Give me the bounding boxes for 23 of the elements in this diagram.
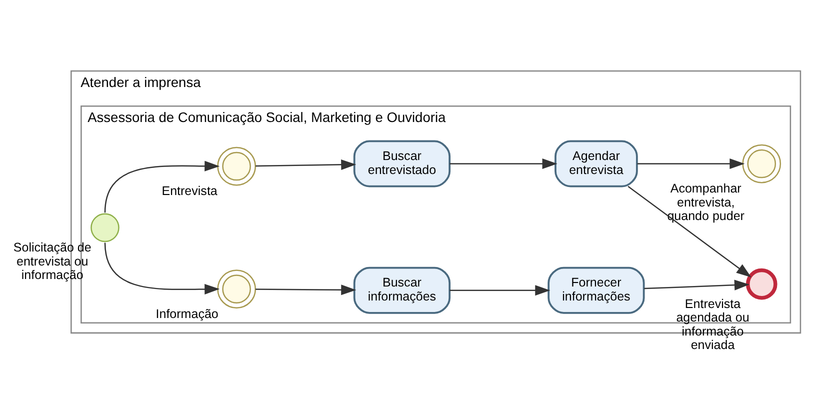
node-circle — [90, 213, 120, 242]
node-label: Entrevista — [162, 184, 218, 198]
arrow — [104, 160, 220, 213]
node-box: Agendar entrevista — [554, 140, 638, 188]
arrow — [104, 242, 220, 294]
node-box: Fornecer informações — [548, 266, 645, 314]
arrow — [256, 159, 356, 170]
node-label: Informação — [156, 306, 218, 321]
arrow — [450, 158, 558, 170]
arrow — [256, 284, 356, 296]
node-box: Buscar entrevistado — [353, 140, 451, 188]
arrow — [644, 280, 750, 290]
arrow — [628, 186, 752, 278]
node-circle — [742, 144, 782, 184]
node-label: Solicitação de entrevista ou informação — [13, 240, 92, 282]
node-label: Acompanhar entrevista, quando puder — [667, 182, 744, 224]
node-circle — [746, 268, 778, 300]
arrow — [637, 158, 745, 170]
node-circle — [217, 270, 256, 308]
node-label: Entrevista agendada ou informação enviada — [676, 296, 750, 352]
arrow — [450, 285, 550, 296]
node-circle — [217, 146, 256, 186]
node-box: Buscar informações — [353, 266, 451, 314]
